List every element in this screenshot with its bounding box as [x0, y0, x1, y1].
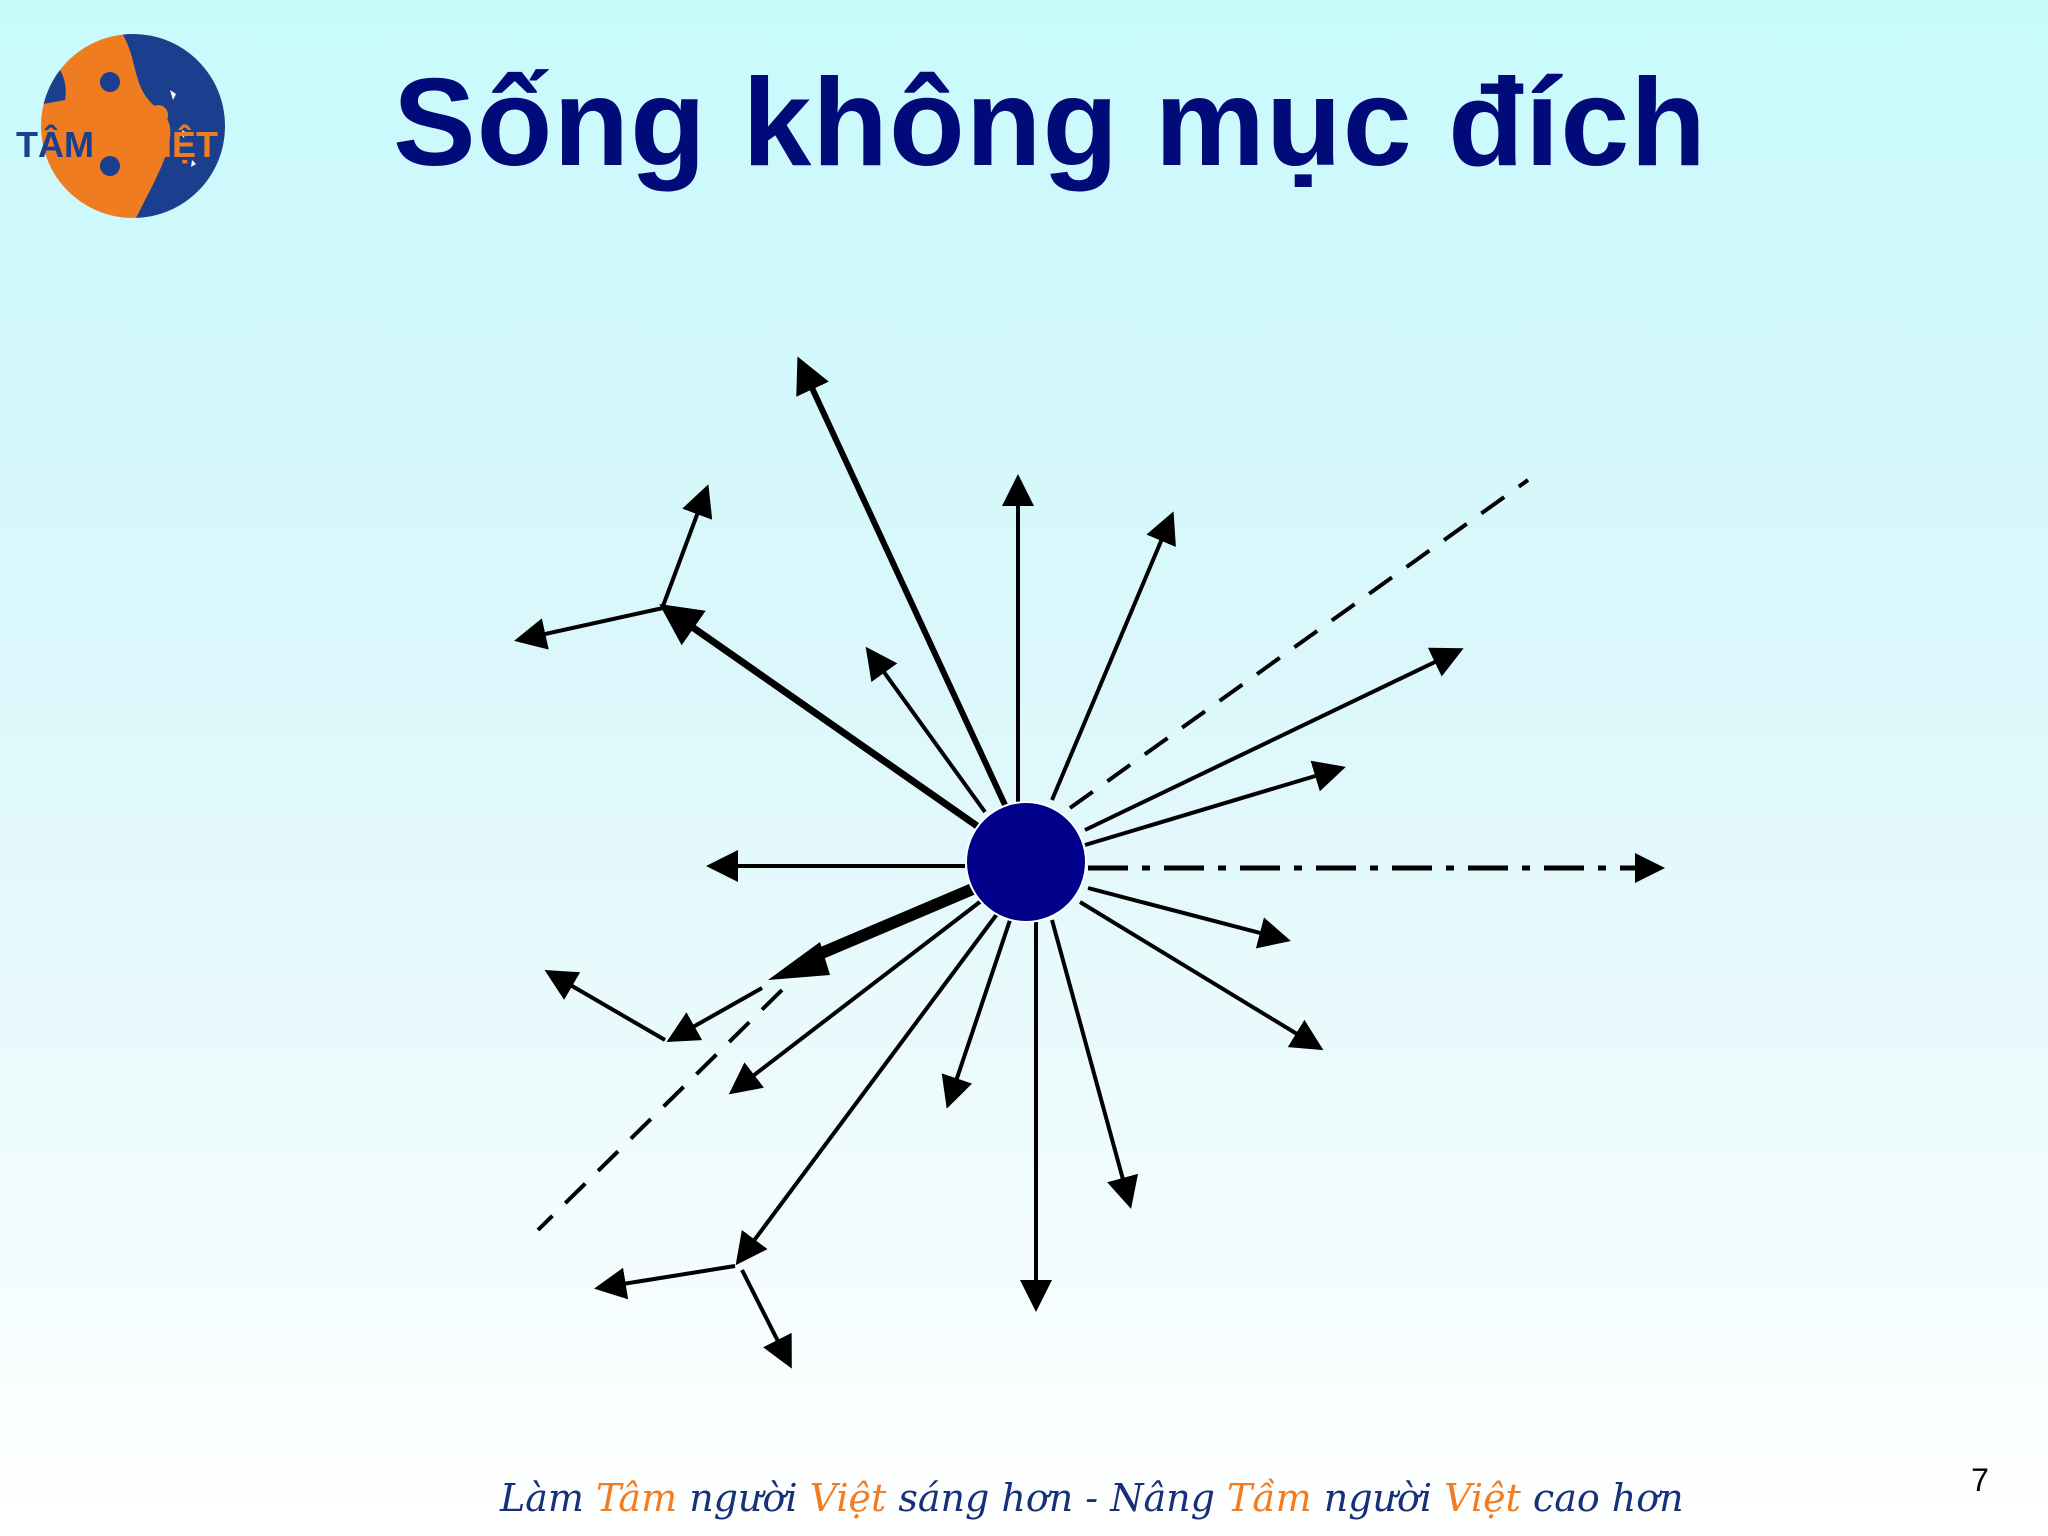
dashed-line-down-left — [536, 988, 784, 1232]
page-number: 7 — [1971, 1462, 1989, 1498]
dashed-line-up-right — [1068, 478, 1530, 810]
footer-part-8: Việt — [1444, 1476, 1521, 1520]
footer-part-1: Làm — [500, 1476, 597, 1520]
logo-text-tam: TÂM — [16, 123, 94, 165]
footer-part-7: người — [1311, 1476, 1445, 1520]
arrow-right-lower — [1087, 886, 1291, 949]
footer-part-6: Tầm — [1227, 1476, 1312, 1520]
arrow-branch-mid-left — [666, 986, 763, 1042]
thick-arrow-down-left — [807, 882, 978, 964]
arrow-down-right — [1078, 900, 1324, 1051]
arrow-branch-mid-left-a — [544, 969, 667, 1042]
footer-part-9: cao hơn — [1520, 1476, 1684, 1520]
footer-part-3: người — [677, 1476, 810, 1520]
footer-part-4: Việt — [809, 1476, 887, 1520]
arrow-down-slight-left — [941, 919, 1012, 1109]
arrow-up-right — [1050, 511, 1176, 801]
arrow-branch-lower-left — [735, 908, 1002, 1266]
footer-slogan: Làm Tâm người Việt sáng hơn - Nâng Tầm n… — [500, 1472, 1684, 1524]
thick-arrow-down-left-head — [768, 942, 830, 980]
arrow-branch-lower-left-a — [594, 1264, 736, 1300]
arrow-branch-upper-left-a — [661, 484, 713, 607]
center-circle — [965, 801, 1087, 923]
arrow-down-left — [728, 896, 987, 1095]
page-title: Sống không mục đích — [392, 54, 1708, 192]
arrow-branch-upper-left — [659, 603, 983, 831]
footer-part-2: Tâm — [596, 1476, 678, 1520]
arrow-short-up-left — [865, 646, 987, 814]
arrow-up-left-long — [796, 356, 1008, 807]
tam-viet-logo: TÂM VIỆT — [16, 34, 225, 218]
footer-part-5: sáng hơn - Nâng — [886, 1476, 1227, 1520]
arrow-branch-lower-left-b — [740, 1269, 792, 1369]
arrow-right-upper — [1084, 647, 1464, 832]
arrow-branch-upper-left-b — [514, 606, 664, 650]
logo-text-viet: VIỆT — [138, 123, 218, 165]
arrow-right-mid — [1084, 760, 1346, 847]
arrow-down-slight-right — [1050, 919, 1139, 1209]
